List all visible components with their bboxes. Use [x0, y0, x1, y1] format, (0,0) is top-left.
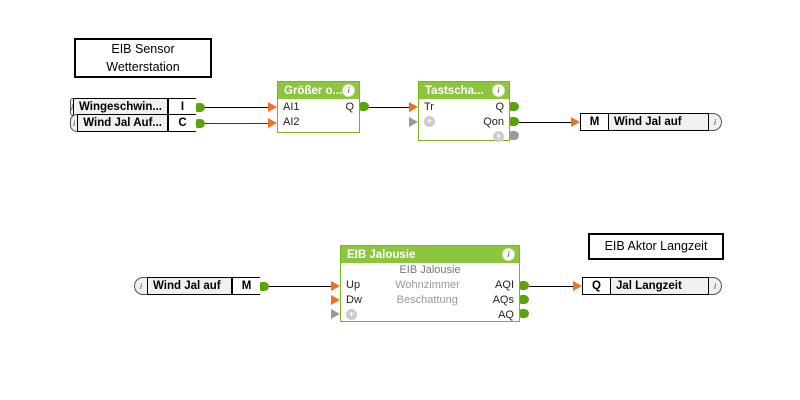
block-input-label: AI1: [283, 100, 300, 113]
block-header[interactable]: EIB Jalousie i: [341, 246, 519, 263]
block-output-label: AQI: [495, 278, 514, 291]
output-pill-label: Wind Jal auf: [608, 113, 709, 131]
expand-input-icon[interactable]: +: [424, 116, 435, 127]
block-body: AI1 Q AI2: [278, 99, 359, 129]
info-icon[interactable]: i: [134, 277, 147, 295]
block-body: Up Wohnzimmer AQI Dw Beschattung AQs + A…: [341, 277, 519, 322]
block-param-label: Beschattung: [396, 293, 458, 306]
wire-segment: [205, 107, 271, 108]
function-block-groesser-oder[interactable]: Größer o... i AI1 Q AI2: [277, 81, 360, 133]
block-output-label: Q: [345, 100, 354, 113]
block-output-label: AQs: [492, 293, 514, 306]
input-arrow[interactable]: [571, 117, 580, 127]
block-row: + Qon: [419, 114, 509, 129]
output-pill-jal-langzeit[interactable]: Q Jal Langzeit i: [582, 277, 722, 295]
title-box-line2: Wetterstation: [106, 60, 180, 74]
output-pill-key: M: [580, 113, 608, 131]
output-pill-wind-jal-auf[interactable]: M Wind Jal auf i: [580, 113, 722, 131]
output-connector-dot[interactable]: [196, 119, 205, 128]
input-arrow[interactable]: [331, 281, 340, 291]
block-output-label: Qon: [483, 115, 504, 128]
block-row: + AQ: [341, 307, 519, 322]
block-row: Dw Beschattung AQs: [341, 292, 519, 307]
info-icon[interactable]: i: [342, 84, 356, 97]
block-output-label: Q: [495, 100, 504, 113]
wire-segment: [519, 122, 572, 123]
wire-segment: [369, 107, 412, 108]
output-connector-dot[interactable]: [520, 281, 529, 290]
output-connector-dot[interactable]: [360, 102, 369, 111]
block-title: Größer o...: [284, 84, 343, 97]
wire-segment: [269, 286, 331, 287]
block-output-label: AQ: [498, 308, 514, 321]
block-header[interactable]: Tastscha... i: [419, 82, 509, 99]
output-connector-dot[interactable]: [510, 102, 519, 111]
block-row: AI1 Q: [278, 99, 359, 114]
block-header[interactable]: Größer o... i: [278, 82, 359, 99]
input-arrow[interactable]: [573, 281, 582, 291]
input-arrow[interactable]: [268, 102, 277, 112]
title-box-eib-aktor-langzeit[interactable]: EIB Aktor Langzeit: [588, 233, 724, 260]
input-pill-wind-jal-auf-2[interactable]: i Wind Jal auf M: [134, 277, 260, 295]
block-title: EIB Jalousie: [347, 248, 416, 261]
info-icon[interactable]: i: [492, 84, 505, 97]
input-arrow-disabled[interactable]: [331, 309, 340, 319]
function-block-tastschalter[interactable]: Tastscha... i Tr Q + Qon +: [418, 81, 510, 144]
title-box-line1: EIB Sensor: [111, 41, 175, 56]
output-connector-dot[interactable]: [520, 309, 529, 318]
block-param-label: Wohnzimmer: [395, 278, 460, 291]
output-connector-dot[interactable]: [520, 295, 529, 304]
title-box-eib-sensor-wetterstation[interactable]: EIB Sensor Wetterstation: [74, 38, 212, 78]
info-icon[interactable]: i: [502, 248, 515, 261]
info-icon[interactable]: i: [709, 113, 722, 131]
block-input-label: Up: [346, 278, 361, 291]
input-pill-wind-jal-auf[interactable]: i Wind Jal Auf... C: [70, 114, 196, 132]
block-input-label: AI2: [283, 115, 300, 128]
block-input-label: Tr: [424, 100, 434, 113]
input-arrow-disabled[interactable]: [409, 117, 418, 127]
output-pill-key: Q: [582, 277, 610, 295]
input-arrow[interactable]: [268, 118, 277, 128]
block-input-label: Dw: [346, 293, 362, 306]
input-pill-label: Wind Jal auf: [147, 277, 232, 295]
block-subtitle: EIB Jalousie: [341, 263, 519, 277]
block-title: Tastscha...: [425, 84, 484, 97]
block-body: Tr Q + Qon +: [419, 99, 509, 144]
wire-segment: [205, 123, 271, 124]
expand-output-icon[interactable]: +: [493, 131, 504, 142]
expand-input-icon[interactable]: +: [346, 309, 357, 320]
block-row: +: [419, 129, 509, 144]
input-pill-key: C: [168, 114, 196, 132]
input-arrow[interactable]: [331, 295, 340, 305]
title-box-line1: EIB Aktor Langzeit: [604, 239, 708, 254]
input-arrow[interactable]: [409, 102, 418, 112]
output-connector-dot[interactable]: [196, 103, 205, 112]
output-connector-dot[interactable]: [260, 282, 269, 291]
block-row: Tr Q: [419, 99, 509, 114]
function-block-eib-jalousie[interactable]: EIB Jalousie i EIB Jalousie Up Wohnzimme…: [340, 245, 520, 322]
input-pill-key: M: [232, 277, 260, 295]
block-row: Up Wohnzimmer AQI: [341, 277, 519, 292]
info-icon[interactable]: i: [70, 114, 78, 132]
wire-segment: [529, 286, 574, 287]
block-row: AI2: [278, 114, 359, 129]
output-connector-dot[interactable]: [510, 117, 519, 126]
output-connector-dot-disabled[interactable]: [510, 131, 519, 140]
output-pill-label: Jal Langzeit: [610, 277, 709, 295]
info-icon[interactable]: i: [709, 277, 722, 295]
input-pill-label: Wind Jal Auf...: [77, 114, 168, 132]
